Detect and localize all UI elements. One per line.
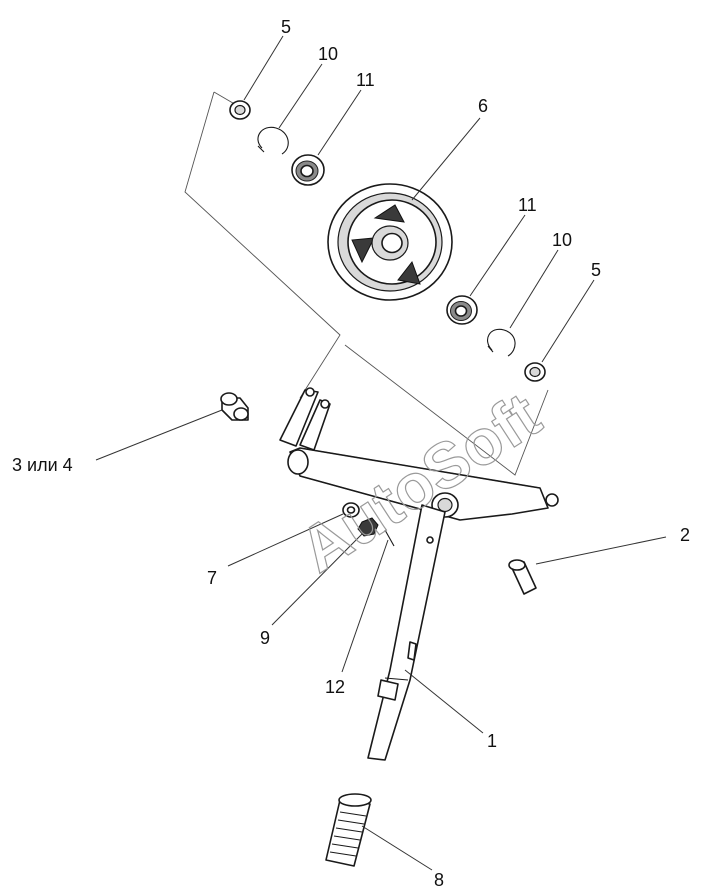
wheel-part-6 — [327, 183, 453, 301]
washer-part-7 — [342, 502, 360, 518]
retaining-ring-part-10-top — [257, 126, 289, 155]
grip-part-8 — [325, 793, 372, 867]
callout-11-top: 11 — [356, 70, 375, 90]
callout-10-top: 10 — [318, 44, 338, 64]
callout-5-top: 5 — [281, 17, 291, 37]
callout-6: 6 — [478, 96, 488, 116]
callout-11-bottom: 11 — [518, 195, 537, 215]
cotter-pin-part-12 — [384, 529, 395, 547]
callout-9: 9 — [260, 628, 270, 648]
bearing-part-11-top — [291, 154, 325, 186]
axle-pin-part-3-or-4 — [220, 392, 249, 421]
retaining-ring-part-10-bottom — [487, 328, 516, 357]
nut-part-9 — [357, 517, 379, 537]
bushing-part-5-top — [229, 100, 251, 120]
callout-5-bottom: 5 — [591, 260, 601, 280]
callout-7: 7 — [207, 568, 217, 588]
bearing-part-11-bottom — [446, 295, 478, 325]
leader-lines — [95, 35, 667, 871]
sleeve-part-2 — [508, 559, 537, 595]
lever-part-1 — [279, 387, 559, 761]
callout-1: 1 — [487, 731, 497, 751]
callout-10-bottom: 10 — [552, 230, 572, 250]
callout-12: 12 — [325, 677, 345, 697]
callout-3-or-4: 3 или 4 — [12, 455, 73, 475]
bushing-part-5-bottom — [524, 362, 546, 382]
callout-labels: 5 10 11 6 11 10 5 3 или 4 2 7 9 12 1 8 — [12, 17, 690, 890]
callout-2: 2 — [680, 525, 690, 545]
callout-8: 8 — [434, 870, 444, 890]
